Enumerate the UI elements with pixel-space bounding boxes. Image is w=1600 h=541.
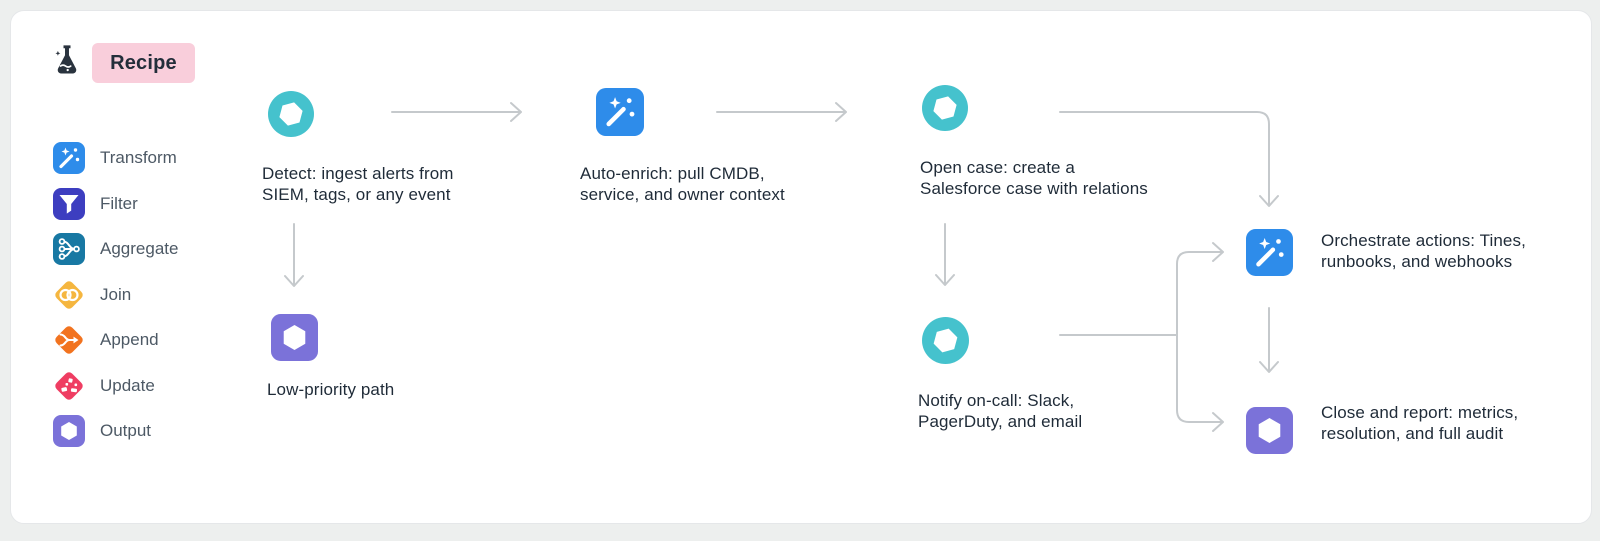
enrich-caption-line1: Auto-enrich: pull CMDB,: [580, 164, 765, 183]
orchestrate-transform-icon: [1246, 229, 1293, 276]
detect-caption-line2: SIEM, tags, or any event: [262, 185, 451, 204]
lowpriority-caption-line1: Low-priority path: [267, 380, 395, 399]
enrich-transform-icon: [596, 88, 644, 136]
notify-caption: Notify on-call: Slack, PagerDuty, and em…: [918, 390, 1082, 432]
notify-event-icon: [922, 317, 969, 364]
enrich-caption: Auto-enrich: pull CMDB, service, and own…: [580, 163, 785, 205]
legend-item-update: Update: [52, 369, 178, 403]
notify-caption-line1: Notify on-call: Slack,: [918, 391, 1075, 410]
legend-item-filter: Filter: [52, 187, 178, 221]
detect-caption: Detect: ingest alerts from SIEM, tags, o…: [262, 163, 454, 205]
close-output-icon: [1246, 407, 1293, 454]
flask-icon: [55, 45, 77, 74]
close-caption-line2: resolution, and full audit: [1321, 424, 1504, 443]
lowpriority-caption: Low-priority path: [267, 379, 394, 400]
legend-label-update: Update: [100, 375, 155, 395]
notify-caption-line2: PagerDuty, and email: [918, 412, 1083, 431]
enrich-caption-line2: service, and owner context: [580, 185, 785, 204]
opencase-caption-line2: Salesforce case with relations: [920, 179, 1148, 198]
legend-item-append: Append: [52, 323, 178, 357]
legend-label-transform: Transform: [100, 148, 177, 167]
legend-item-transform: Transform: [52, 141, 178, 175]
diagram-card: [10, 10, 1592, 524]
orchestrate-caption: Orchestrate actions: Tines, runbooks, an…: [1321, 230, 1526, 272]
close-caption: Close and report: metrics, resolution, a…: [1321, 402, 1518, 444]
legend-item-aggregate: Aggregate: [52, 232, 178, 266]
legend-label-append: Append: [100, 330, 159, 349]
legend-item-output: Output: [52, 414, 178, 448]
recipe-badge-label: Recipe: [110, 51, 177, 74]
recipe-badge: Recipe: [92, 43, 195, 83]
opencase-caption-line1: Open case: create a: [920, 158, 1075, 177]
funnel-icon: [53, 187, 85, 220]
lowpriority-output-icon: [271, 314, 318, 361]
opencase-caption: Open case: create a Salesforce case with…: [920, 157, 1148, 199]
legend-label-output: Output: [100, 421, 152, 440]
hexagon-icon: [53, 415, 85, 447]
wand-icon: [53, 142, 85, 174]
branch-icon: [53, 233, 85, 265]
detect-event-icon: [268, 91, 314, 137]
legend: Transform Filter Aggregate: [52, 141, 178, 448]
opencase-event-icon: [922, 85, 968, 131]
legend-item-join: Join: [52, 278, 178, 312]
confetti-icon: [55, 371, 83, 400]
legend-label-join: Join: [100, 284, 132, 304]
legend-label-filter: Filter: [100, 193, 138, 213]
merge-icon: [55, 326, 83, 354]
orchestrate-caption-line2: runbooks, and webhooks: [1321, 252, 1513, 271]
close-caption-line1: Close and report: metrics,: [1321, 403, 1519, 422]
venn-icon: [55, 280, 83, 309]
legend-label-aggregate: Aggregate: [100, 239, 179, 258]
orchestrate-caption-line1: Orchestrate actions: Tines,: [1321, 231, 1526, 250]
detect-caption-line1: Detect: ingest alerts from: [262, 164, 454, 183]
